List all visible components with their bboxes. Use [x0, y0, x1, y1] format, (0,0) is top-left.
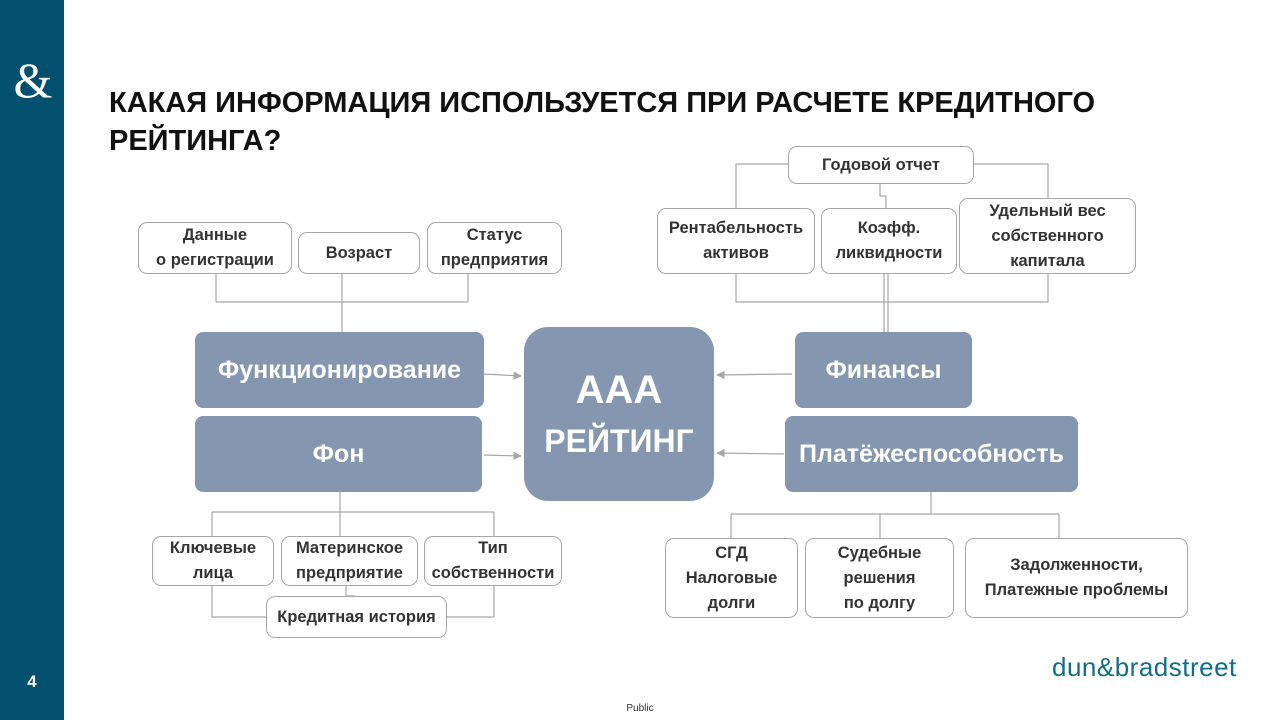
box-ownership-type: Тип собственности — [424, 536, 562, 586]
box-equity-ratio: Удельный вес собственного капитала — [959, 198, 1136, 274]
connector-line — [973, 163, 1049, 198]
category-solvency: Платёжеспособность — [785, 416, 1078, 492]
public-classification-label: Public — [626, 703, 654, 714]
connector-line — [211, 586, 266, 618]
arrow-background-to-rating — [483, 451, 522, 460]
box-return-on-assets: Рентабельность активов — [657, 208, 815, 274]
arrow-functioning-to-rating — [483, 371, 522, 380]
category-functioning: Функционирование — [195, 332, 484, 408]
dun-bradstreet-logo: dun&bradstreet — [1052, 652, 1237, 682]
aaa-rating-box: AAA РЕЙТИНГ — [524, 327, 714, 501]
box-court-decisions: Судебные решения по долгу — [805, 538, 954, 618]
rating-label: РЕЙТИНГ — [544, 423, 694, 459]
category-background: Фон — [195, 416, 482, 492]
connector-line — [447, 586, 495, 618]
arrow-finances-to-rating — [716, 370, 793, 380]
box-parent-company: Материнское предприятие — [281, 536, 418, 586]
connector-line — [735, 163, 788, 208]
page-number: 4 — [27, 672, 37, 691]
box-payment-problems: Задолженности, Платежные проблемы — [965, 538, 1188, 618]
connector-line — [345, 586, 355, 597]
box-liquidity-ratio: Коэфф. ликвидности — [821, 208, 957, 274]
connector-line — [879, 183, 887, 208]
slide-title: КАКАЯ ИНФОРМАЦИЯ ИСПОЛЬЗУЕТСЯ ПРИ РАСЧЕТ… — [109, 87, 1096, 157]
rating-grade: AAA — [575, 368, 663, 412]
box-company-status: Статус предприятия — [427, 222, 562, 274]
box-key-persons: Ключевые лица — [152, 536, 274, 586]
ampersand-logo-icon: & — [13, 52, 53, 108]
connector-line — [735, 273, 1049, 303]
arrow-solvency-to-rating — [716, 448, 785, 458]
box-age: Возраст — [298, 232, 420, 274]
box-registration-data: Данные о регистрации — [138, 222, 292, 274]
category-finances: Финансы — [795, 332, 972, 408]
sidebar: & 4 — [0, 0, 64, 720]
box-tax-debts: СГД Налоговые долги — [665, 538, 798, 618]
box-annual-report: Годовой отчет — [788, 146, 974, 184]
box-credit-history: Кредитная история — [266, 596, 447, 638]
